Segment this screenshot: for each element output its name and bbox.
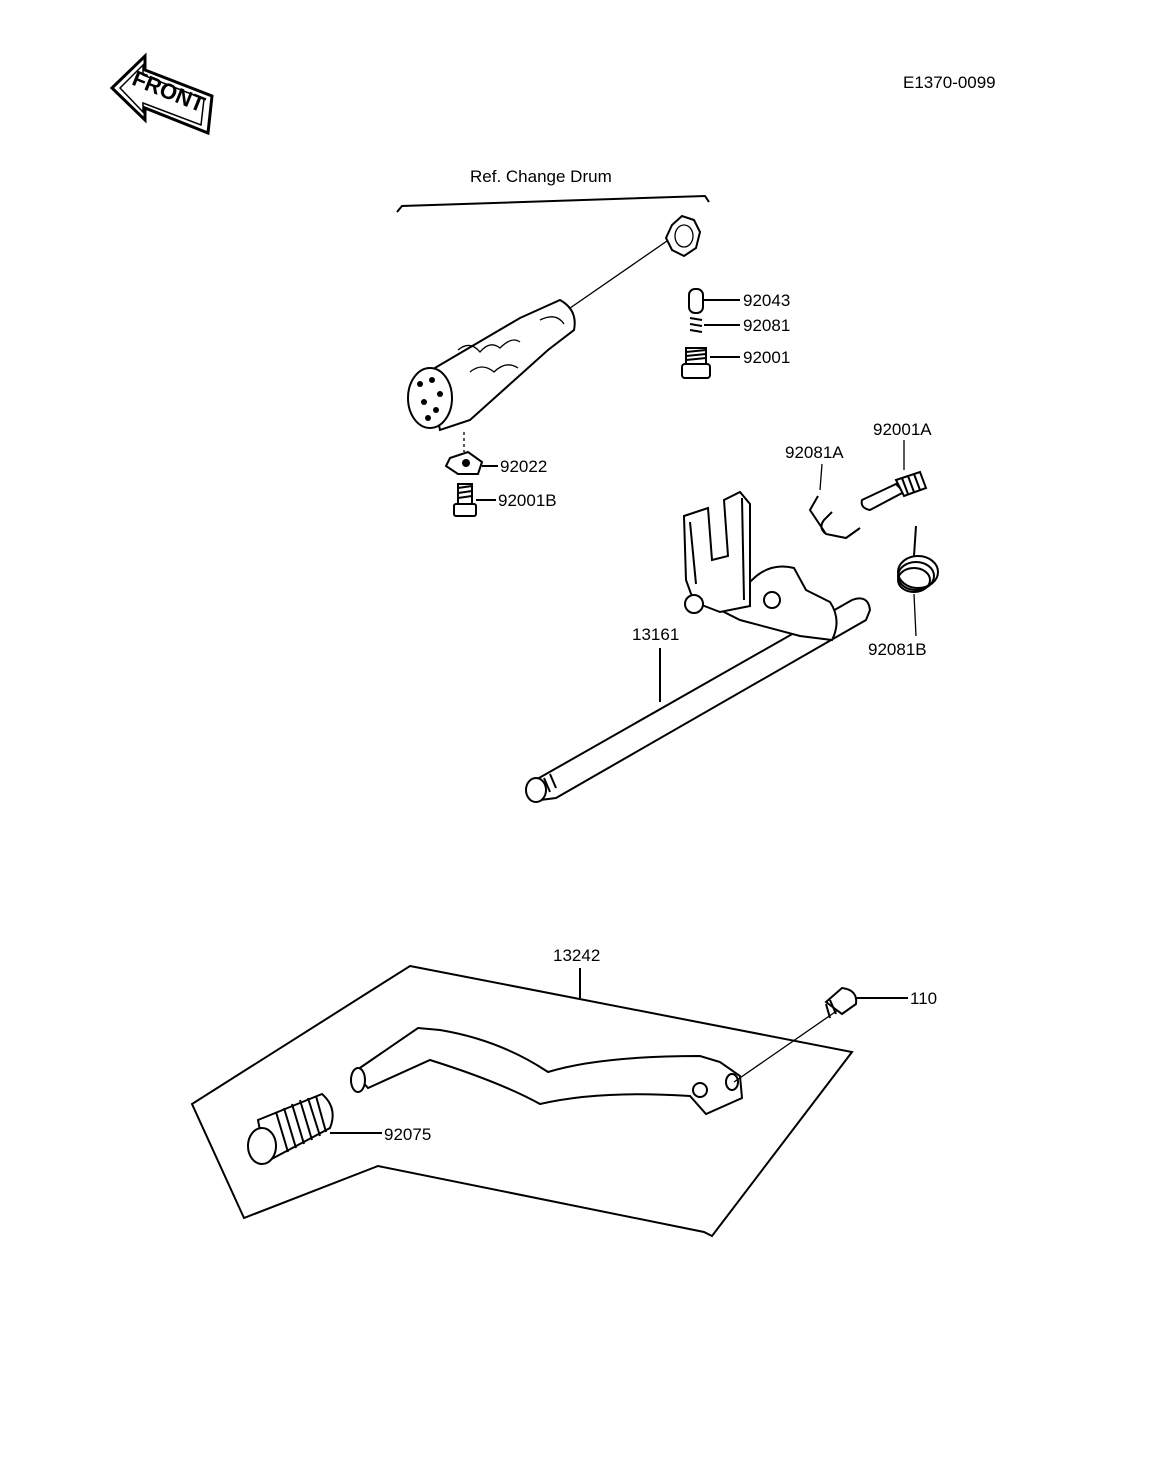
label-92043: 92043 xyxy=(743,291,790,310)
part-92081b-spring xyxy=(897,525,939,637)
label-110: 110 xyxy=(910,989,937,1008)
part-92022-plate xyxy=(444,432,498,475)
label-92001a: 92001A xyxy=(873,420,932,439)
part-92001a-stud xyxy=(860,440,928,512)
label-92001b: 92001B xyxy=(498,491,557,510)
label-92081: 92081 xyxy=(743,316,790,335)
part-92081a-spring xyxy=(808,463,861,540)
ref-change-drum-label: Ref. Change Drum xyxy=(470,167,612,186)
label-13242: 13242 xyxy=(553,946,600,965)
change-drum xyxy=(407,214,702,432)
label-92022: 92022 xyxy=(500,457,547,476)
label-13161: 13161 xyxy=(632,625,679,644)
part-92001b-bolt xyxy=(453,483,496,517)
front-arrow-badge: FRONT xyxy=(109,52,214,136)
label-92081b: 92081B xyxy=(868,640,927,659)
label-92001: 92001 xyxy=(743,348,790,367)
part-110-bolt xyxy=(733,986,908,1083)
part-13161-shift-shaft xyxy=(525,490,872,803)
part-92075-rubber xyxy=(247,1092,382,1165)
part-92043-pin xyxy=(688,288,740,314)
diagram-code: E1370-0099 xyxy=(903,73,996,92)
label-92075: 92075 xyxy=(384,1125,431,1144)
part-shift-pedal xyxy=(350,1026,744,1116)
part-92001-plug xyxy=(681,347,740,379)
part-92081-spring xyxy=(689,317,740,333)
ref-bracket-line xyxy=(396,194,710,213)
label-92081a: 92081A xyxy=(785,443,844,462)
assembly-13242-outline xyxy=(190,964,854,1238)
